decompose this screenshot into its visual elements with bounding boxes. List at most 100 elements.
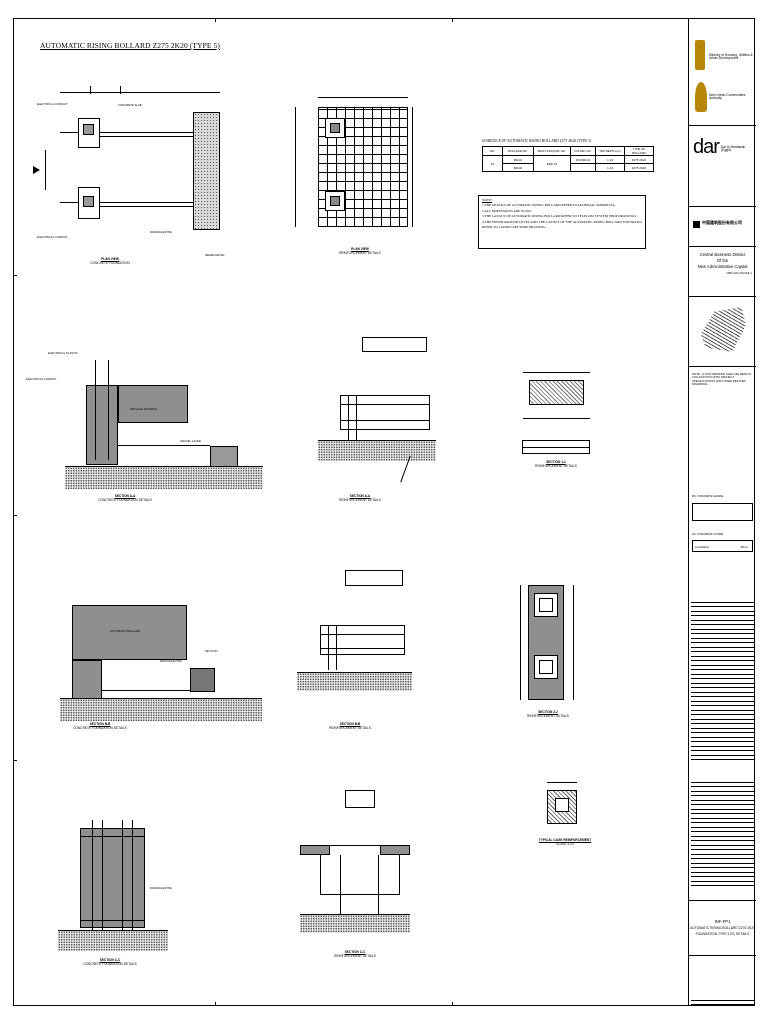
revision-table [691, 598, 754, 760]
caption-title: PLAN VIEW [101, 257, 119, 261]
caption-sub: CONCRETE FOUNDATION DETAILS [83, 962, 137, 966]
plan-view-caption: PLAN VIEW CONCRETE FOUNDATION [80, 257, 140, 265]
caption-sub: REINFORCEMENT DETAILS [329, 726, 371, 730]
grid-tick [215, 18, 216, 22]
section-bb-reinforcement-caption: SECTION B-B REINFORCEMENT DETAILS [320, 722, 380, 730]
consultant-logo: dar [693, 136, 720, 158]
project-section: Central Business District Of the New Adm… [689, 246, 756, 296]
drawing-title-line1: AUTOMATIC RISING BOLLARD Z275 2K20 [690, 926, 755, 930]
client-ministry: Ministry of Housing, Utilities & Urban D… [709, 53, 753, 61]
caption-title: PLAN VIEW [351, 247, 369, 251]
bollard-schedule-table: NO. BOLLARD NO. BUILT-IN EQUIP. NO. FOUN… [482, 146, 654, 172]
section-22-caption: SECTION 2-2 REINFORCEMENT DETAILS [518, 710, 578, 718]
table-cell: BD-01 [502, 155, 534, 164]
caption-title: SECTION A-A [114, 494, 136, 498]
concrete-grade-table [692, 503, 753, 521]
sheet-number-grid [691, 996, 754, 1005]
table-cell [570, 163, 596, 172]
table-cell: 1.10 [595, 155, 625, 164]
caption-sub: REINFORCEMENT DETAILS [334, 954, 376, 958]
drawing-sheet-border [13, 18, 755, 1006]
table-cell: 1.10 [595, 163, 625, 172]
table-cell: BD-02 [502, 163, 534, 172]
caption-title: SECTION C-C [99, 958, 121, 962]
project-name-line3: New Administrative Capital [697, 264, 748, 269]
table-header: BOLLARD NO. [502, 146, 534, 156]
client-authority: New Urban Communities Authority [709, 93, 746, 101]
drawing-number: INF-FP1 [714, 919, 731, 924]
table-header: FOUND. NO. [570, 146, 596, 156]
caption-title: SECTION B-B [339, 722, 361, 726]
table-header: TYPE OF BOLLARD [624, 146, 654, 156]
typical-cage-caption: TYPICAL CAGE REINFORCEMENT SCALE 1:20 [535, 838, 595, 846]
caption-sub: REINFORCEMENT DETAILS [339, 498, 381, 502]
drawing-title-line2: FOUNDATION TYPE 5 RC DETAILS [695, 932, 750, 936]
caption-sub: SCALE 1:20 [556, 842, 574, 846]
titleblock-notes: NOTE: 1) THIS DRAWING SHALL BE READ IN C… [692, 372, 752, 387]
table-header: NO. [482, 146, 503, 156]
key-plan-section [689, 296, 756, 366]
project-phase: CBD-NAC-PHASE 1 [726, 271, 753, 275]
general-notes: NOTE: 1.THE DETAILS OF AUTOMATIC RISING … [478, 195, 646, 249]
note-line: 2.ALL DIMENSIONS ARE IN mm. [482, 208, 532, 213]
table-cell: Z275 2K20 [624, 163, 654, 172]
caption-title: SECTION 2-2 [538, 710, 558, 714]
grid-tick [452, 1002, 453, 1006]
ministry-emblem-icon [695, 40, 705, 70]
contractor-logo-icon [693, 221, 700, 228]
caption-sub: REINFORCEMENT DETAILS [527, 714, 569, 718]
table-cell: FOUND-01 [570, 155, 596, 164]
sheet-info-section [689, 955, 756, 1006]
consultant-section: dar Dar Al-Handasah (Egypt) [689, 125, 756, 170]
note-line: 1.THE DETAILS OF AUTOMATIC RISING BOLLAR… [482, 203, 616, 208]
plan-reinforcement-caption: PLAN VIEW REINFORCEMENT DETAILS [330, 247, 390, 255]
table-header: BUILT-IN EQUIP. NO. [533, 146, 571, 156]
note-line: REFER TO LANDSCAPE SHOP DRAWING. [482, 225, 546, 230]
table-header: TOP DEPTH (m) [595, 146, 625, 156]
cover-row-value: 50mm [740, 546, 748, 549]
key-plan-map [701, 307, 746, 352]
title-block: Ministry of Housing, Utilities & Urban D… [688, 18, 756, 1006]
note-line: 3.THE LAYOUT OF AUTOMATIC RISING BOLLARD… [482, 214, 638, 219]
drawing-title-section: INF-FP1 AUTOMATIC RISING BOLLARD Z275 2K… [689, 900, 756, 955]
grid-tick [13, 275, 17, 276]
grid-tick [13, 515, 17, 516]
caption-title: SECTION 1-1 [546, 460, 566, 464]
caption-title: SECTION C-C [344, 950, 366, 954]
table-cell: EQP-01 [533, 155, 571, 172]
contractor-name: 中国建筑股份有限公司 [702, 220, 742, 225]
caption-sub: CONCRETE FOUNDATION [90, 261, 130, 265]
drawing-title: AUTOMATIC RISING BOLLARD Z275 2K20 (TYPE… [40, 41, 220, 50]
concrete-grade-label: RC CONCRETE GRADE [692, 494, 724, 498]
section-bb-caption: SECTION B-B CONCRETE FOUNDATION DETAILS [60, 722, 140, 730]
grid-tick [215, 1002, 216, 1006]
notes-heading: NOTE: [482, 198, 492, 202]
caption-title: TYPICAL CAGE REINFORCEMENT [538, 838, 592, 842]
project-name-line2: Of the [716, 258, 729, 263]
grid-tick [452, 18, 453, 22]
notes-section: NOTE: 1) THIS DRAWING SHALL BE READ IN C… [689, 366, 756, 552]
caption-title: SECTION A-A [349, 494, 371, 498]
section-cc-caption: SECTION C-C CONCRETE FOUNDATION DETAILS [80, 958, 140, 966]
concrete-cover-table: Foundations 50mm [692, 540, 753, 552]
authority-logo-icon [695, 82, 707, 112]
grid-tick [13, 760, 17, 761]
cover-row-label: Foundations [695, 546, 710, 549]
table-row: BD-02 1.10 Z275 2K20 [483, 163, 654, 172]
caption-title: SECTION B-B [89, 722, 111, 726]
caption-sub: REINFORCEMENT DETAILS [535, 464, 577, 468]
approval-table [691, 778, 754, 886]
note-line: 4.THE FINISH GROUND LEVEL AND THE LAYOUT… [482, 219, 642, 224]
schedule-title: SCHEDULE OF AUTOMATIC RISING BOLLARD Z27… [482, 139, 592, 143]
table-row: 01 BD-01 EQP-01 FOUND-01 1.10 Z275 2K20 [482, 155, 654, 172]
table-cell: 01 [482, 155, 503, 172]
section-aa-reinforcement-caption: SECTION A-A REINFORCEMENT DETAILS [330, 494, 390, 502]
table-cell: Z275 2K20 [624, 155, 654, 164]
section-aa-caption: SECTION A-A CONCRETE FOUNDATION DETAILS [85, 494, 165, 502]
section-cc-reinforcement-caption: SECTION C-C REINFORCEMENT DETAILS [325, 950, 385, 958]
concrete-cover-label: RC CONCRETE COVER [692, 532, 724, 536]
caption-sub: CONCRETE FOUNDATION DETAILS [98, 498, 152, 502]
caption-sub: CONCRETE FOUNDATION DETAILS [73, 726, 127, 730]
table-header-row: NO. BOLLARD NO. BUILT-IN EQUIP. NO. FOUN… [482, 146, 654, 156]
contractor-section: 中国建筑股份有限公司 [689, 206, 756, 246]
